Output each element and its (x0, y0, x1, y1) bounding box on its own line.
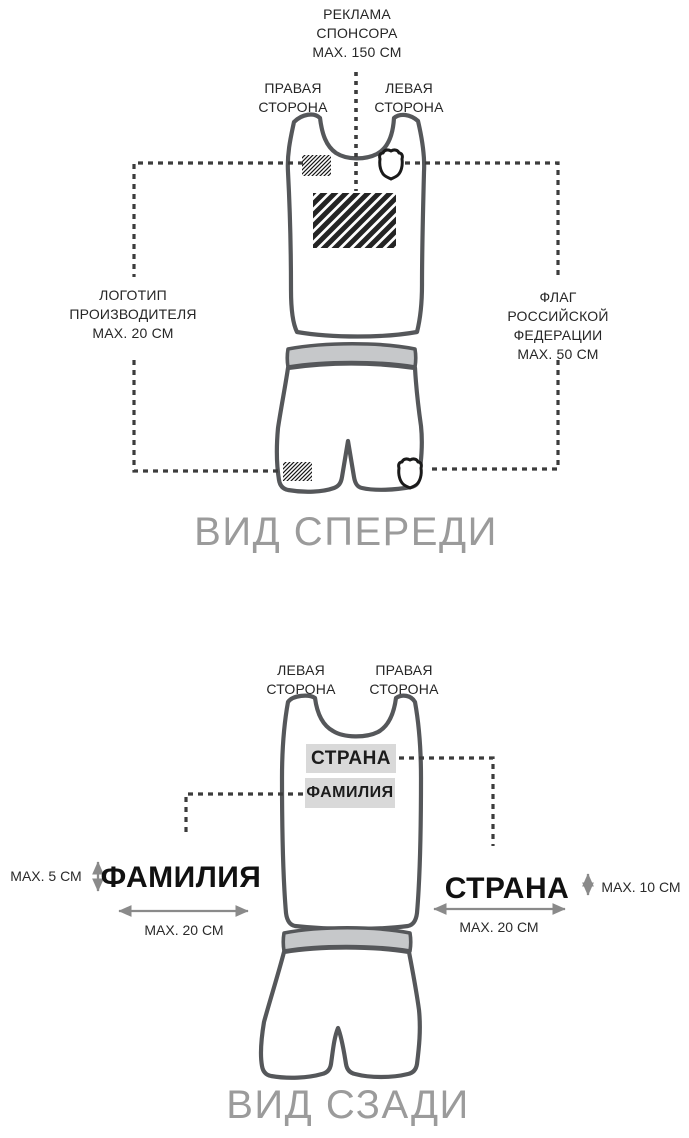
name-max-height-label: MAX. 5 СМ (10, 868, 82, 884)
name-guide-line (184, 792, 303, 832)
federation-flag-badge-jersey (378, 148, 404, 181)
country-max-width-label: MAX. 20 СМ (459, 919, 539, 935)
right-guide-top (405, 161, 560, 277)
name-dimension-text: ФАМИЛИЯ (100, 861, 262, 894)
back-view-title: ВИД СЗАДИ (226, 1083, 470, 1127)
country-dimension-text: СТРАНА (444, 872, 570, 905)
back-right-side-label: ПРАВАЯ СТОРОНА (369, 662, 439, 697)
federation-flag-label: ФЛАГ РОССИЙСКОЙ ФЕДЕРАЦИИ MAX. 50 СМ (507, 289, 609, 362)
right-guide-bottom (429, 360, 560, 471)
country-box (306, 744, 396, 773)
front-view-title: ВИД СПЕРЕДИ (194, 510, 498, 554)
back-shorts (258, 945, 422, 1080)
country-max-height-label: MAX. 10 СМ (601, 879, 681, 895)
back-left-side-label: ЛЕВАЯ СТОРОНА (266, 662, 336, 697)
front-left-side-label: ЛЕВАЯ СТОРОНА (374, 80, 444, 115)
manufacturer-logo-label: ЛОГОТИП ПРОИЗВОДИТЕЛЯ MAX. 20 СМ (69, 287, 197, 341)
left-guide-bottom (132, 360, 281, 473)
country-guide-line (399, 756, 495, 846)
back-jersey (279, 693, 424, 932)
federation-flag-badge-shorts (397, 457, 423, 490)
manufacturer-logo-patch-shorts (283, 462, 312, 481)
name-patch-label: ФАМИЛИЯ (306, 784, 394, 801)
manufacturer-logo-patch-jersey (302, 155, 331, 176)
front-shorts (274, 361, 424, 494)
left-guide-top (132, 161, 303, 277)
front-right-side-label: ПРАВАЯ СТОРОНА (258, 80, 328, 115)
country-patch-label: СТРАНА (310, 747, 392, 769)
sponsor-ad-label: РЕКЛАМА СПОНСОРА MAX. 150 СМ (312, 6, 402, 60)
name-max-width-label: MAX. 20 СМ (144, 922, 224, 938)
name-box (305, 778, 395, 808)
sponsor-ad-area (313, 193, 396, 248)
